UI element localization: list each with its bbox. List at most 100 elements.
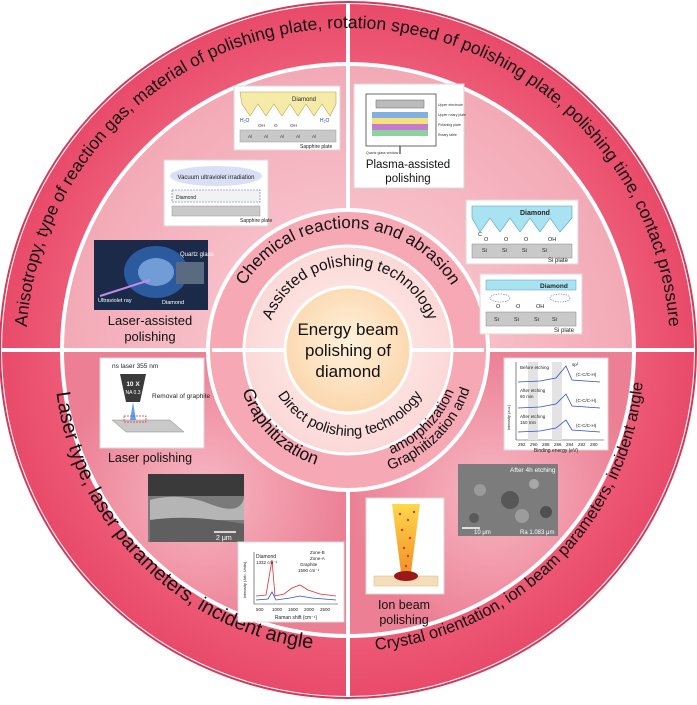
center-title-line3: diamond [315,362,380,381]
svg-text:Rotary table: Rotary table [438,133,457,137]
svg-text:(C-C/C-H): (C-C/C-H) [576,423,597,428]
svg-text:Al: Al [280,134,284,139]
svg-text:Quartz glass: Quartz glass [180,252,214,258]
svg-text:Polishing plate: Polishing plate [438,123,461,127]
svg-text:Al: Al [248,134,252,139]
panel-laser-assisted-caption-1: Laser-assisted [108,313,193,328]
panel-ion-beam: Ion beam polishing [365,497,445,627]
svg-text:2500: 2500 [320,607,331,612]
svg-text:Si plate: Si plate [548,258,569,264]
svg-text:Al: Al [264,134,268,139]
panel-vacuum-uv: Vacuum ultraviolet irradiation Diamond S… [163,159,272,227]
svg-text:Diamond: Diamond [162,300,184,306]
svg-text:1332 cm⁻¹: 1332 cm⁻¹ [256,560,278,565]
svg-text:Al: Al [296,134,300,139]
svg-text:Si: Si [552,317,557,323]
panel-laser-polishing: ns laser 355 nm 10 X NA 0.3 Removal of g… [99,357,211,465]
svg-text:O: O [516,304,521,310]
svg-text:OH: OH [536,304,544,310]
svg-text:ns laser 355 nm: ns laser 355 nm [112,363,158,370]
panel-plasma-caption-1: Plasma-assisted [366,159,450,171]
panel-sapphire-h2o-right: H₂O [320,118,330,124]
svg-text:150 min: 150 min [520,420,537,425]
svg-text:Si: Si [494,317,499,323]
panel-si-plate-1: Diamond Si plate Si Si Si Si O O O OH C [465,199,579,265]
panel-sapphire-diamond: Diamond Sapphire plate H₂O H₂O Al Al Al … [233,85,341,151]
svg-text:Ra 1.083 μm: Ra 1.083 μm [520,530,554,536]
panel-plasma-caption-2: polishing [385,173,430,185]
svg-text:(C-C/C-H): (C-C/C-H) [576,398,597,403]
svg-text:O: O [274,123,278,128]
panel-sapphire-diamond-label: Diamond [292,97,316,103]
svg-text:After etching: After etching [520,388,546,393]
svg-text:Diamond: Diamond [520,210,550,217]
svg-text:Diamond: Diamond [540,283,568,290]
svg-text:2000: 2000 [304,607,315,612]
svg-text:Intensity (a.u.): Intensity (a.u.) [506,404,511,430]
svg-text:60 min: 60 min [520,394,534,399]
svg-text:Si: Si [514,317,519,323]
svg-text:O: O [524,237,529,243]
panel-vuv-label: Vacuum ultraviolet irradiation [178,175,255,181]
panel-sapphire-plate-label: Sapphire plate [300,144,332,150]
panel-ion-beam-caption-1: Ion beam [378,598,430,612]
svg-text:After etching: After etching [520,414,546,419]
svg-text:500: 500 [256,607,264,612]
svg-text:10 μm: 10 μm [474,530,491,536]
svg-text:Si: Si [534,317,539,323]
svg-text:Graphite: Graphite [300,562,318,567]
svg-text:sp³: sp³ [572,362,579,367]
svg-text:1000: 1000 [272,607,283,612]
panel-laser-polishing-caption: Laser polishing [108,451,192,465]
svg-text:Si: Si [542,248,547,254]
panel-sem-left: 2 μm [148,474,244,542]
center-title-line1: Energy beam [297,320,398,339]
svg-text:284: 284 [566,442,574,447]
svg-text:Quartz glass window: Quartz glass window [366,151,399,155]
svg-text:Raman shift (cm⁻¹): Raman shift (cm⁻¹) [275,615,318,621]
svg-text:Diamond: Diamond [176,195,196,201]
svg-text:1590 cm⁻¹: 1590 cm⁻¹ [298,568,320,573]
panel-laser-assisted-caption-2: polishing [124,329,175,344]
svg-text:Sapphire plate: Sapphire plate [240,218,272,224]
svg-text:Al: Al [312,134,316,139]
panel-laser-assisted: Quartz glass Ultraviolet ray Diamond Las… [94,240,214,344]
panel-sapphire-h2o-left: H₂O [240,118,250,124]
svg-text:O: O [484,237,489,243]
svg-text:Si: Si [502,248,507,254]
panel-si-plate-2: Diamond Si plate Si Si Si Si O O OH [479,273,583,335]
svg-text:OH: OH [258,123,265,128]
svg-text:286: 286 [554,442,562,447]
svg-text:Upper electrode: Upper electrode [438,103,463,107]
panel-raman: Diamond 1332 cm⁻¹ Graphite 1590 cm⁻¹ Zon… [237,541,345,623]
svg-text:Zone-B: Zone-B [310,550,325,555]
svg-text:OH: OH [290,123,297,128]
svg-text:288: 288 [542,442,550,447]
panel-plasma-assisted: Upper electrode Upper rotary plate Polis… [353,83,466,189]
svg-text:Binding energy (eV): Binding energy (eV) [534,448,579,454]
svg-text:Diamond: Diamond [256,554,276,560]
svg-text:O: O [496,304,501,310]
svg-text:2 μm: 2 μm [216,535,232,542]
svg-text:Before etching: Before etching [520,365,550,370]
svg-text:OH: OH [548,237,556,243]
panel-xps: Before etching After etching 60 min Afte… [503,357,609,454]
svg-text:Intensity (Arb. Units): Intensity (Arb. Units) [242,561,247,598]
svg-text:(C-C/C-H): (C-C/C-H) [576,372,597,377]
svg-text:Zone-A: Zone-A [310,556,325,561]
panel-sem-right: After 4h etching 10 μm Ra 1.083 μm [458,464,558,536]
svg-text:292: 292 [518,442,526,447]
svg-text:C: C [478,232,482,238]
svg-text:Removal of graphite: Removal of graphite [152,393,211,400]
svg-text:Ultraviolet ray: Ultraviolet ray [98,298,132,304]
center-title-line2: polishing of [305,341,391,360]
svg-text:Si plate: Si plate [554,328,575,334]
svg-text:Si: Si [482,248,487,254]
svg-text:NA 0.3: NA 0.3 [125,390,140,396]
svg-text:After 4h etching: After 4h etching [510,467,556,474]
svg-text:Si: Si [522,248,527,254]
svg-text:282: 282 [578,442,586,447]
svg-text:280: 280 [590,442,598,447]
